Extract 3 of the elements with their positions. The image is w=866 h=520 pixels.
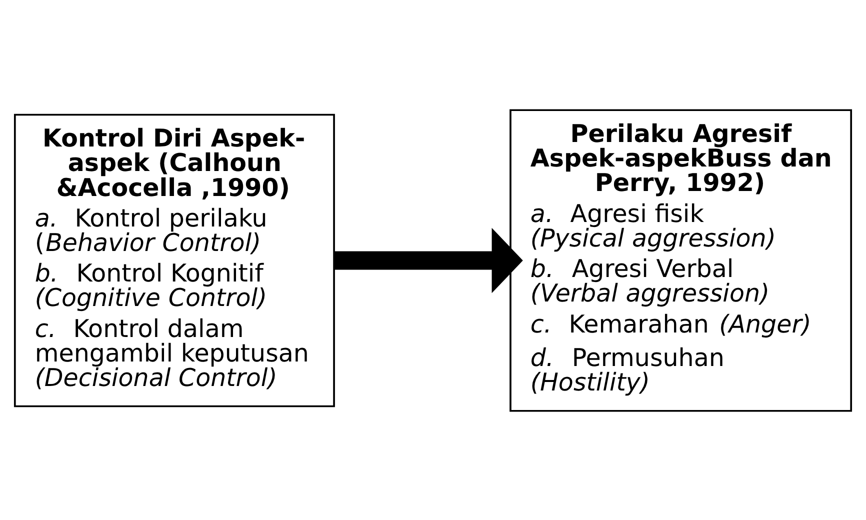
node-box: Perilaku Agresif Aspek-aspekBuss dan Perry, 1992) a. Agresi fisik (Pysical aggression) b. Agresi Verbal (Verbal aggression) c. Kemarahan (Anger) d. Permusuhan (Hostility) — [510, 108, 852, 412]
node-box: Kontrol Diri Aspek-aspek (Calhoun &Acocella ,1990) a. Kontrol perilaku (Behavior Control) b. Kontrol Kognitif (Cognitive Control) c. Kontrol dalam mengambil keputusan (Decisional Control) — [14, 113, 335, 407]
arrow — [334, 227, 523, 293]
